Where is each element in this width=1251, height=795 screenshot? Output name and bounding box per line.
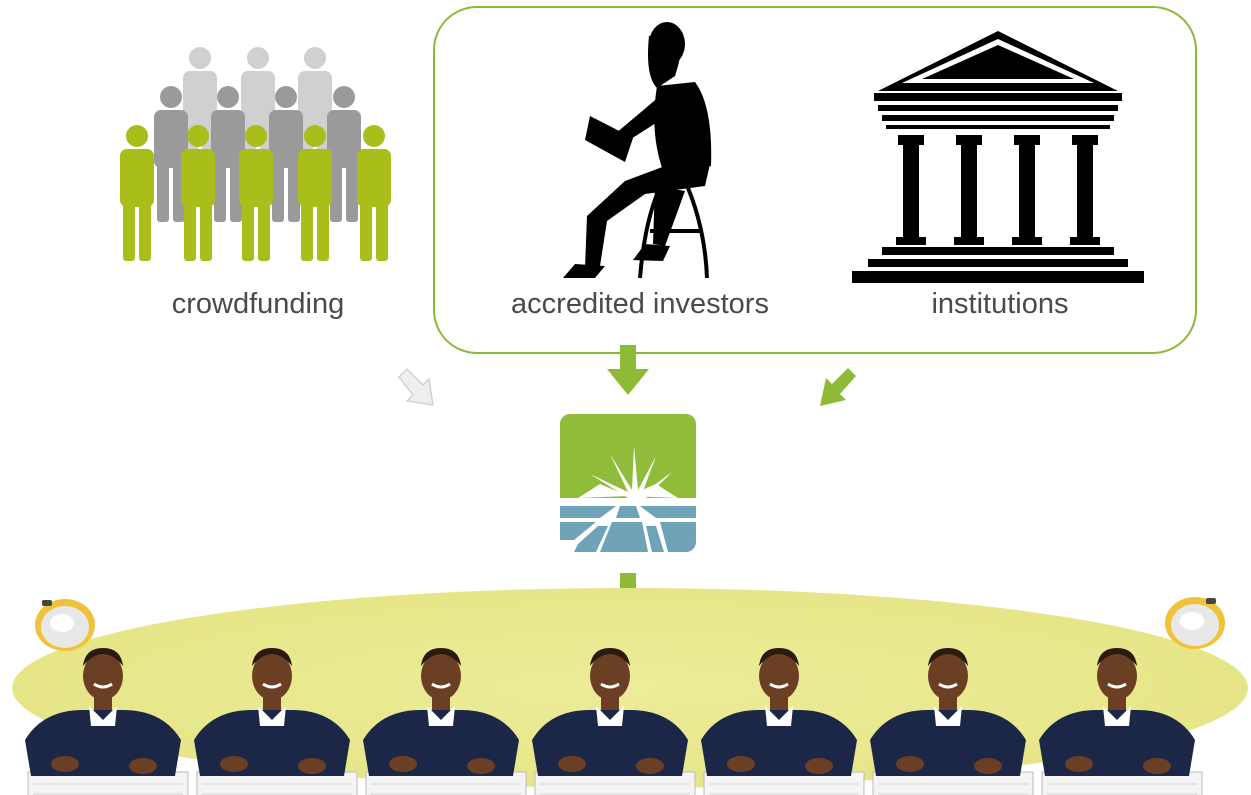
student-writing-icon — [530, 646, 697, 795]
arrow-crowd-icon — [398, 367, 434, 406]
sunrise-logo-icon — [560, 414, 696, 552]
student-writing-icon — [868, 646, 1035, 795]
institutions-label: institutions — [931, 288, 1069, 320]
crowd-people-icon — [120, 47, 391, 261]
seated-woman-laptop-icon — [563, 22, 712, 279]
investor-group-frame — [433, 6, 1197, 354]
solar-lamp-icon — [1165, 597, 1225, 649]
student-writing-icon — [1037, 646, 1204, 795]
solar-lamp-icon — [35, 599, 95, 651]
arrow-investors-icon — [607, 345, 649, 395]
student-writing-icon — [699, 646, 866, 795]
student-writing-icon — [23, 646, 190, 795]
student-writing-icon — [192, 646, 359, 795]
students-row — [23, 646, 1204, 795]
arrow-institutions-icon — [820, 368, 856, 406]
classical-building-icon — [852, 31, 1144, 283]
accredited-investors-label: accredited investors — [511, 288, 769, 320]
crowdfunding-label: crowdfunding — [171, 288, 345, 320]
student-writing-icon — [361, 646, 528, 795]
